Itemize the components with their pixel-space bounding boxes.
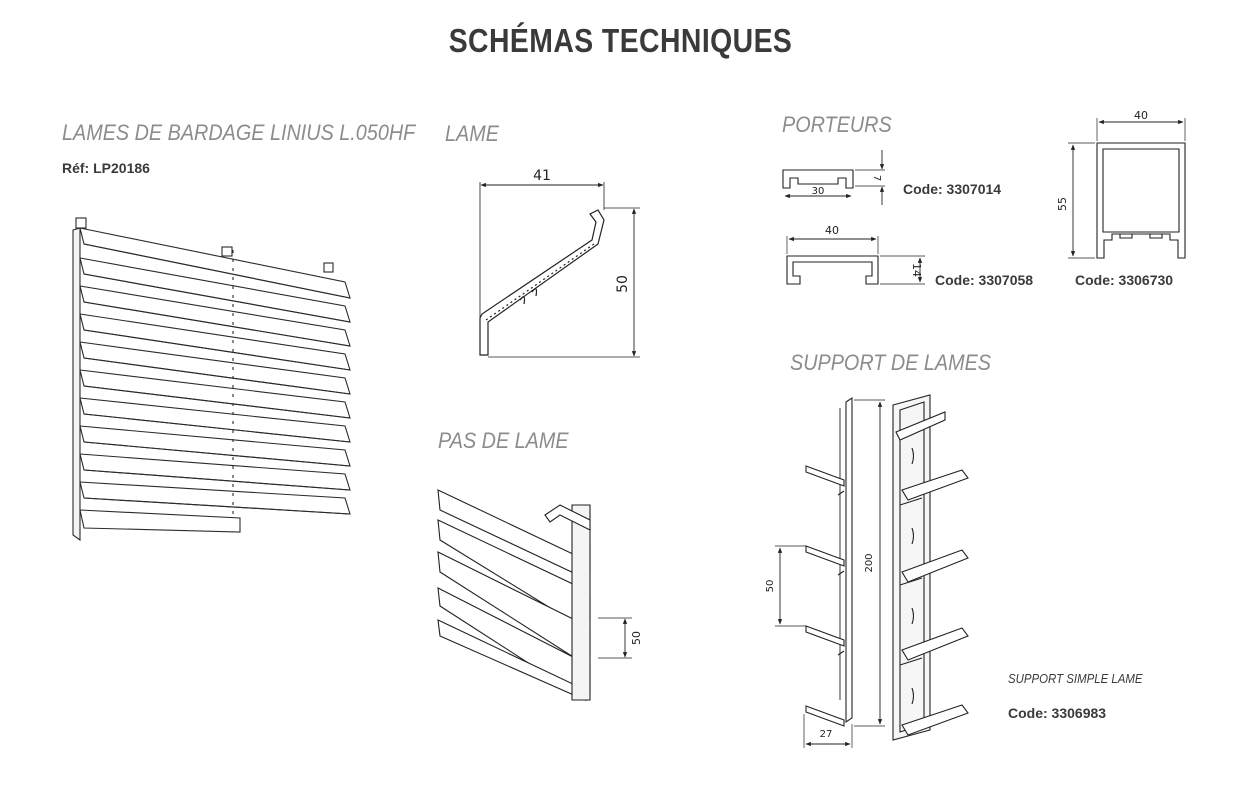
porteur-a-drawing — [782, 150, 885, 205]
porteur-b-drawing — [786, 236, 925, 285]
porteur-a-code: Code: 3307014 — [903, 181, 1002, 197]
lame-dim-height: 50 — [615, 275, 631, 293]
porteur-c-code: Code: 3306730 — [1075, 272, 1174, 288]
porteur-b-code: Code: 3307058 — [935, 272, 1034, 288]
bardage-ref: Réf: LP20186 — [62, 160, 150, 176]
pas-dim-pitch: 50 — [630, 631, 643, 645]
support-dim-total: 200 — [864, 553, 875, 572]
porteur-c-dim-width: 40 — [1134, 109, 1148, 122]
porteurs-heading: PORTEURS — [782, 112, 892, 137]
support-code: Code: 3306983 — [1008, 705, 1107, 721]
lame-dim-width: 41 — [533, 168, 551, 184]
porteur-a-dim-height: 7 — [871, 175, 882, 181]
page-title: SCHÉMAS TECHNIQUES — [448, 22, 793, 59]
pas-heading: PAS DE LAME — [438, 428, 569, 453]
support-dim-depth: 27 — [820, 729, 833, 740]
lame-profile-drawing — [479, 182, 640, 358]
bardage-heading: LAMES DE BARDAGE LINIUS L.050HF — [62, 120, 416, 145]
porteur-b-dim-height: 14 — [910, 263, 923, 277]
pas-de-lame-drawing — [437, 489, 632, 702]
support-side-drawing — [775, 396, 885, 748]
lame-heading: LAME — [445, 121, 499, 146]
cladding-panel-drawing — [72, 217, 351, 542]
porteur-c-dim-height: 55 — [1056, 197, 1069, 211]
porteur-a-dim-width: 30 — [812, 186, 825, 197]
support-dim-pitch: 50 — [765, 580, 776, 593]
support-caption: SUPPORT SIMPLE LAME — [1008, 671, 1143, 686]
porteur-b-dim-width: 40 — [825, 224, 839, 237]
support-3d-drawing — [892, 394, 969, 741]
porteur-c-drawing — [1068, 118, 1186, 259]
support-heading: SUPPORT DE LAMES — [790, 350, 991, 375]
